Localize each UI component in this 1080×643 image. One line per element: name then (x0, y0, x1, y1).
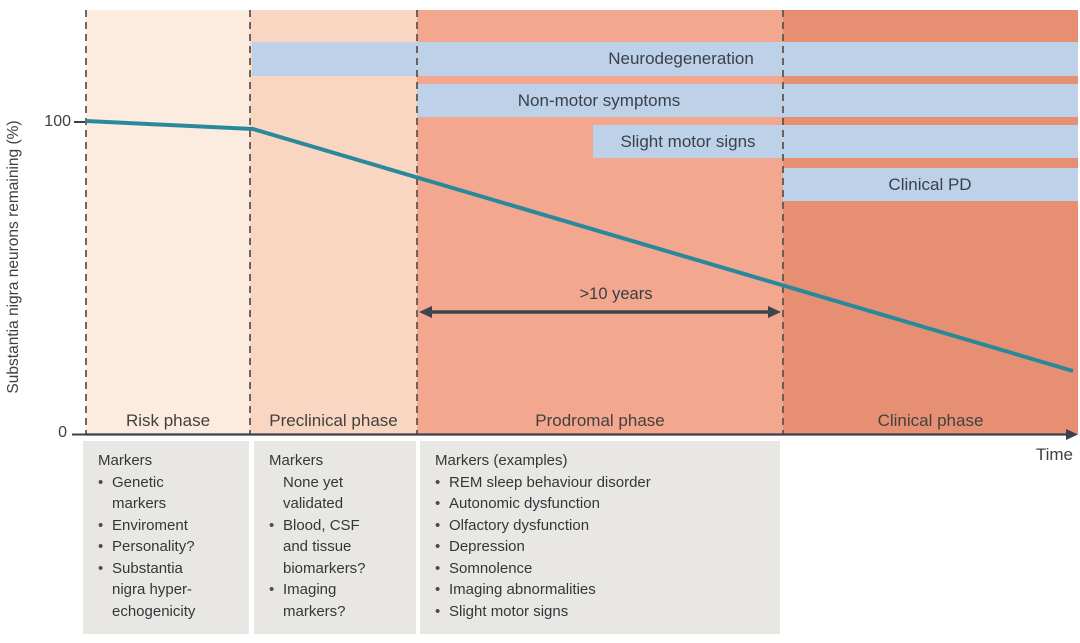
marker-item: Personality? (98, 536, 212, 558)
marker-list: None yet validated Blood, CSF and tissue… (269, 472, 383, 623)
phase-label-clinical: Clinical phase (877, 411, 984, 430)
y-axis-title: Substantia nigra neurons remaining (%) (5, 120, 22, 394)
y-tick-0-label: 0 (58, 424, 67, 441)
marker-list: REM sleep behaviour disorder Autonomic d… (435, 472, 774, 623)
marker-item: Somnolence (435, 558, 774, 580)
marker-item: Slight motor signs (435, 601, 774, 623)
marker-list: Genetic markers Enviroment Personality? … (98, 472, 212, 623)
marker-box-risk: Markers Genetic markers Enviroment Perso… (83, 441, 249, 634)
x-axis-title: Time (1035, 445, 1073, 464)
y-tick-100-label: 100 (44, 113, 71, 130)
phase-label-risk: Risk phase (125, 411, 211, 430)
marker-box-heading: Markers (269, 452, 324, 469)
marker-item: Imaging markers? (269, 579, 383, 622)
bar-label-non-motor-symptoms: Non-motor symptoms (517, 91, 681, 110)
bar-neurodegeneration (252, 42, 1078, 76)
bar-label-neurodegeneration: Neurodegeneration (608, 49, 754, 68)
phase-band-risk (86, 10, 250, 434)
marker-item: Substantia nigra hyper-echogenicity (98, 558, 212, 623)
marker-item: None yet validated (283, 473, 344, 513)
duration-annotation: >10 years (579, 285, 653, 303)
marker-item: REM sleep behaviour disorder (435, 472, 774, 494)
marker-item: Autonomic dysfunction (435, 493, 774, 515)
bar-label-clinical-pd: Clinical PD (888, 175, 972, 194)
marker-box-preclinical: Markers None yet validated Blood, CSF an… (254, 441, 416, 634)
marker-item: Imaging abnormalities (435, 579, 774, 601)
marker-item: Blood, CSF and tissue biomarkers? (269, 515, 383, 580)
marker-box-prodromal: Markers (examples) REM sleep behaviour d… (420, 441, 780, 634)
marker-item: Depression (435, 536, 774, 558)
marker-box-heading: Markers (examples) (435, 452, 568, 469)
bar-label-slight-motor-signs: Slight motor signs (620, 132, 756, 151)
marker-item: Enviroment (98, 515, 212, 537)
marker-item: Genetic markers (98, 472, 212, 515)
phase-label-prodromal: Prodromal phase (535, 411, 665, 430)
marker-item: Olfactory dysfunction (435, 515, 774, 537)
marker-box-heading: Markers (98, 452, 153, 469)
phase-label-preclinical: Preclinical phase (269, 411, 398, 430)
bar-non-motor-symptoms (417, 84, 1078, 117)
